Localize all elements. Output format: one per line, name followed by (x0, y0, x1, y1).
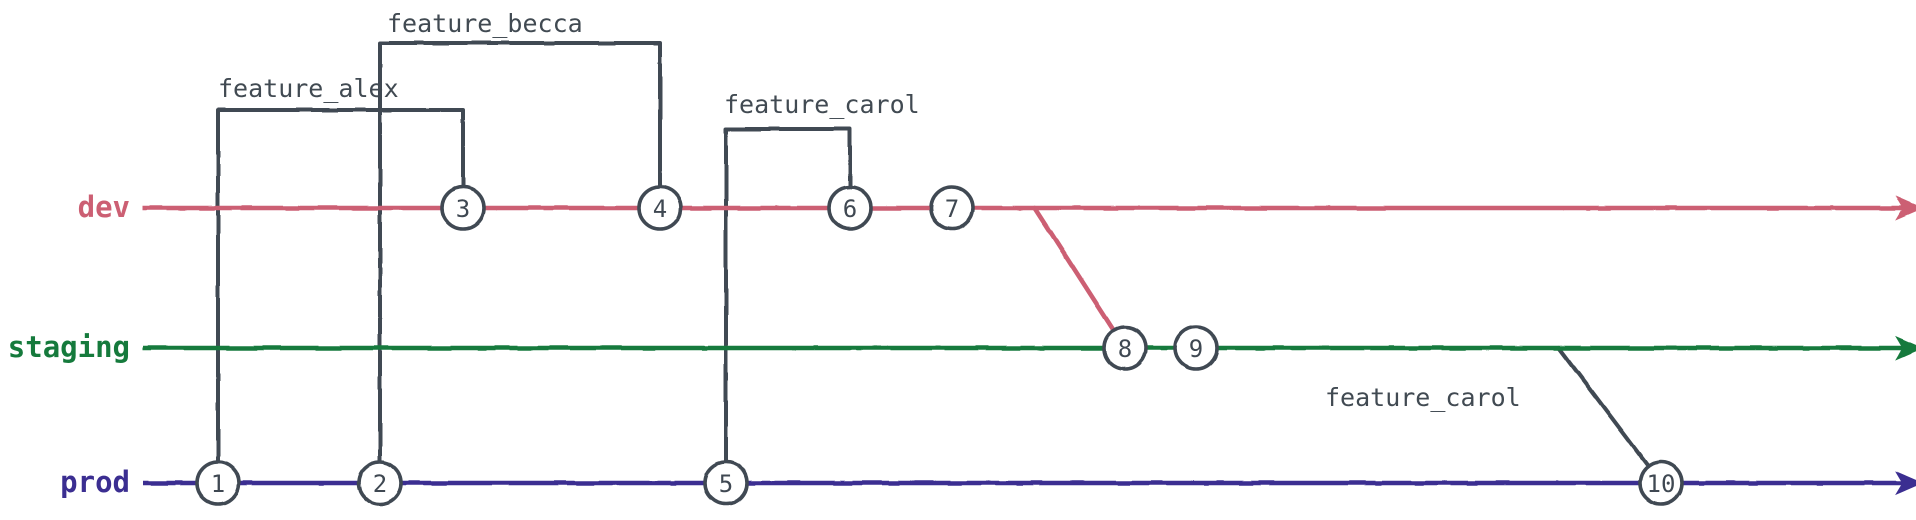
commit-node-7[interactable]: 7 (929, 185, 975, 231)
feature-branch-paths (216, 41, 1663, 485)
branch-label-dev: dev (78, 190, 130, 224)
commit-node-1[interactable]: 1 (195, 460, 241, 506)
commit-circle-1[interactable] (195, 460, 241, 506)
feature-branch-path-feature_carol_prod (1557, 346, 1663, 485)
commit-node-6[interactable]: 6 (827, 185, 873, 231)
commit-label-10: 10 (1647, 470, 1676, 498)
commit-node-4[interactable]: 4 (637, 185, 683, 231)
commit-node-10[interactable]: 10 (1638, 460, 1684, 506)
commit-label-8: 8 (1118, 335, 1132, 363)
commit-label-3: 3 (456, 195, 470, 223)
commit-node-5[interactable]: 5 (703, 460, 749, 506)
commit-circle-5[interactable] (703, 460, 749, 506)
commit-circle-2[interactable] (357, 460, 403, 506)
commit-label-1: 1 (211, 470, 225, 498)
feature-label-feature_carol_prod: feature_carol (1325, 383, 1521, 412)
commit-label-6: 6 (843, 195, 857, 223)
branch-labels: dev staging prod (8, 190, 130, 499)
commit-node-2[interactable]: 2 (357, 460, 403, 506)
commit-circle-4[interactable] (637, 185, 683, 231)
commit-circle-8[interactable] (1102, 325, 1148, 371)
feature-branch-path-feature_becca (378, 41, 662, 485)
commit-circle-7[interactable] (929, 185, 975, 231)
merge-path-merge_dev_to_staging (1032, 205, 1128, 351)
branch-label-prod: prod (60, 465, 130, 499)
commit-label-9: 9 (1189, 335, 1203, 363)
feature-label-feature_alex: feature_alex (218, 74, 399, 103)
commit-circle-3[interactable] (440, 185, 486, 231)
feature-label-feature_becca: feature_becca (387, 9, 583, 38)
commit-label-4: 4 (653, 195, 667, 223)
feature-branch-path-feature_alex (216, 108, 465, 485)
merge-paths (1032, 205, 1128, 351)
commit-node-3[interactable]: 3 (440, 185, 486, 231)
commit-node-8[interactable]: 8 (1102, 325, 1148, 371)
commit-label-2: 2 (373, 470, 387, 498)
branch-label-staging: staging (8, 330, 130, 364)
feature-branch-path-feature_carol_dev (724, 127, 852, 485)
commit-label-5: 5 (719, 470, 733, 498)
commit-circle-10[interactable] (1638, 460, 1684, 506)
commit-circle-6[interactable] (827, 185, 873, 231)
feature-label-feature_carol_dev: feature_carol (724, 90, 920, 119)
feature-branch-labels: feature_alexfeature_beccafeature_carolfe… (218, 9, 1521, 412)
commit-nodes: 1 2 3 4 5 6 7 8 9 10 (195, 185, 1684, 506)
commit-node-9[interactable]: 9 (1173, 325, 1219, 371)
commit-label-7: 7 (945, 195, 959, 223)
commit-circle-9[interactable] (1173, 325, 1219, 371)
branch-lines (143, 195, 1916, 496)
